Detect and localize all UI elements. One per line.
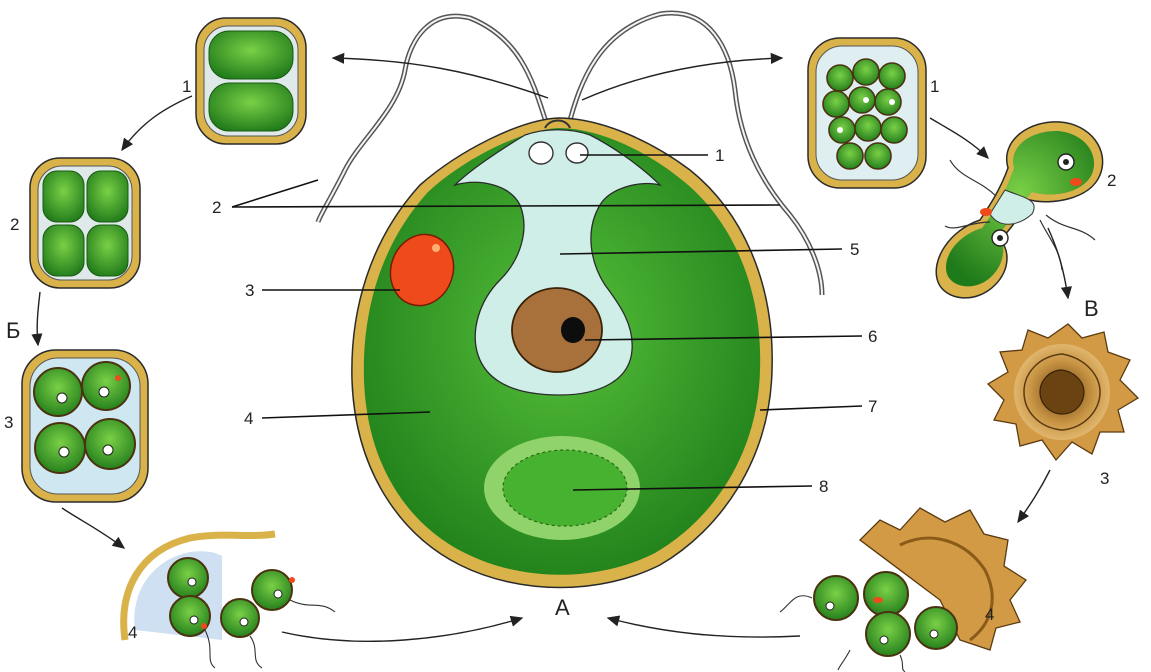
label-part-3: 3 bbox=[245, 281, 254, 300]
label-stage-a: А bbox=[555, 595, 570, 620]
left-stage-3-zoospore-3 bbox=[35, 423, 85, 473]
contractile-vacuole-2 bbox=[566, 143, 588, 163]
stigma-highlight bbox=[432, 244, 440, 252]
right-stage-2-fusion bbox=[936, 122, 1102, 298]
label-right-2: 2 bbox=[1107, 171, 1116, 190]
label-right-4: 4 bbox=[985, 605, 994, 624]
contractile-vacuole-1 bbox=[529, 142, 553, 164]
label-left-1: 1 bbox=[182, 77, 191, 96]
left-stage-4-zoospore-3 bbox=[221, 599, 259, 637]
label-left-2: 2 bbox=[10, 215, 19, 234]
label-part-6: 6 bbox=[868, 327, 877, 346]
label-stage-b: Б bbox=[6, 318, 20, 343]
label-part-5: 5 bbox=[850, 240, 859, 259]
right-stage-3-zygote bbox=[988, 324, 1138, 460]
left-stage-4-zoospore-4 bbox=[252, 570, 295, 610]
label-right-1: 1 bbox=[930, 77, 939, 96]
label-part-4: 4 bbox=[244, 409, 253, 428]
right-stage-4-cell-1 bbox=[814, 576, 858, 620]
pyrenoid-core bbox=[503, 450, 627, 526]
nucleus bbox=[512, 288, 602, 372]
right-stage-4-cell-2 bbox=[864, 572, 908, 616]
label-stage-v: В bbox=[1084, 296, 1099, 321]
main-cell bbox=[318, 13, 822, 587]
right-stage-4-cell-4 bbox=[915, 607, 957, 649]
left-stage-4-zoospore-2 bbox=[170, 596, 210, 636]
right-stage-4-germination bbox=[780, 508, 1026, 672]
label-left-3: 3 bbox=[4, 413, 13, 432]
label-part-7: 7 bbox=[868, 397, 877, 416]
left-stage-4-zoospore-1 bbox=[168, 558, 208, 598]
label-part-1: 1 bbox=[715, 146, 724, 165]
label-right-3: 3 bbox=[1100, 469, 1109, 488]
right-stage-1-cell bbox=[808, 38, 926, 188]
left-stage-2-cell bbox=[30, 158, 140, 288]
left-stage-3-cell bbox=[22, 350, 148, 502]
left-stage-4-release bbox=[124, 534, 335, 668]
left-stage-3-zoospore-4 bbox=[85, 419, 135, 469]
label-left-4: 4 bbox=[128, 623, 137, 642]
label-part-8: 8 bbox=[819, 477, 828, 496]
left-stage-3-zoospore-1 bbox=[34, 368, 82, 416]
nucleolus bbox=[561, 317, 585, 343]
left-stage-3-zoospore-2 bbox=[82, 362, 130, 410]
right-stage-4-cell-3 bbox=[866, 612, 910, 656]
left-stage-1-cell bbox=[196, 18, 306, 144]
label-part-2: 2 bbox=[212, 198, 221, 217]
